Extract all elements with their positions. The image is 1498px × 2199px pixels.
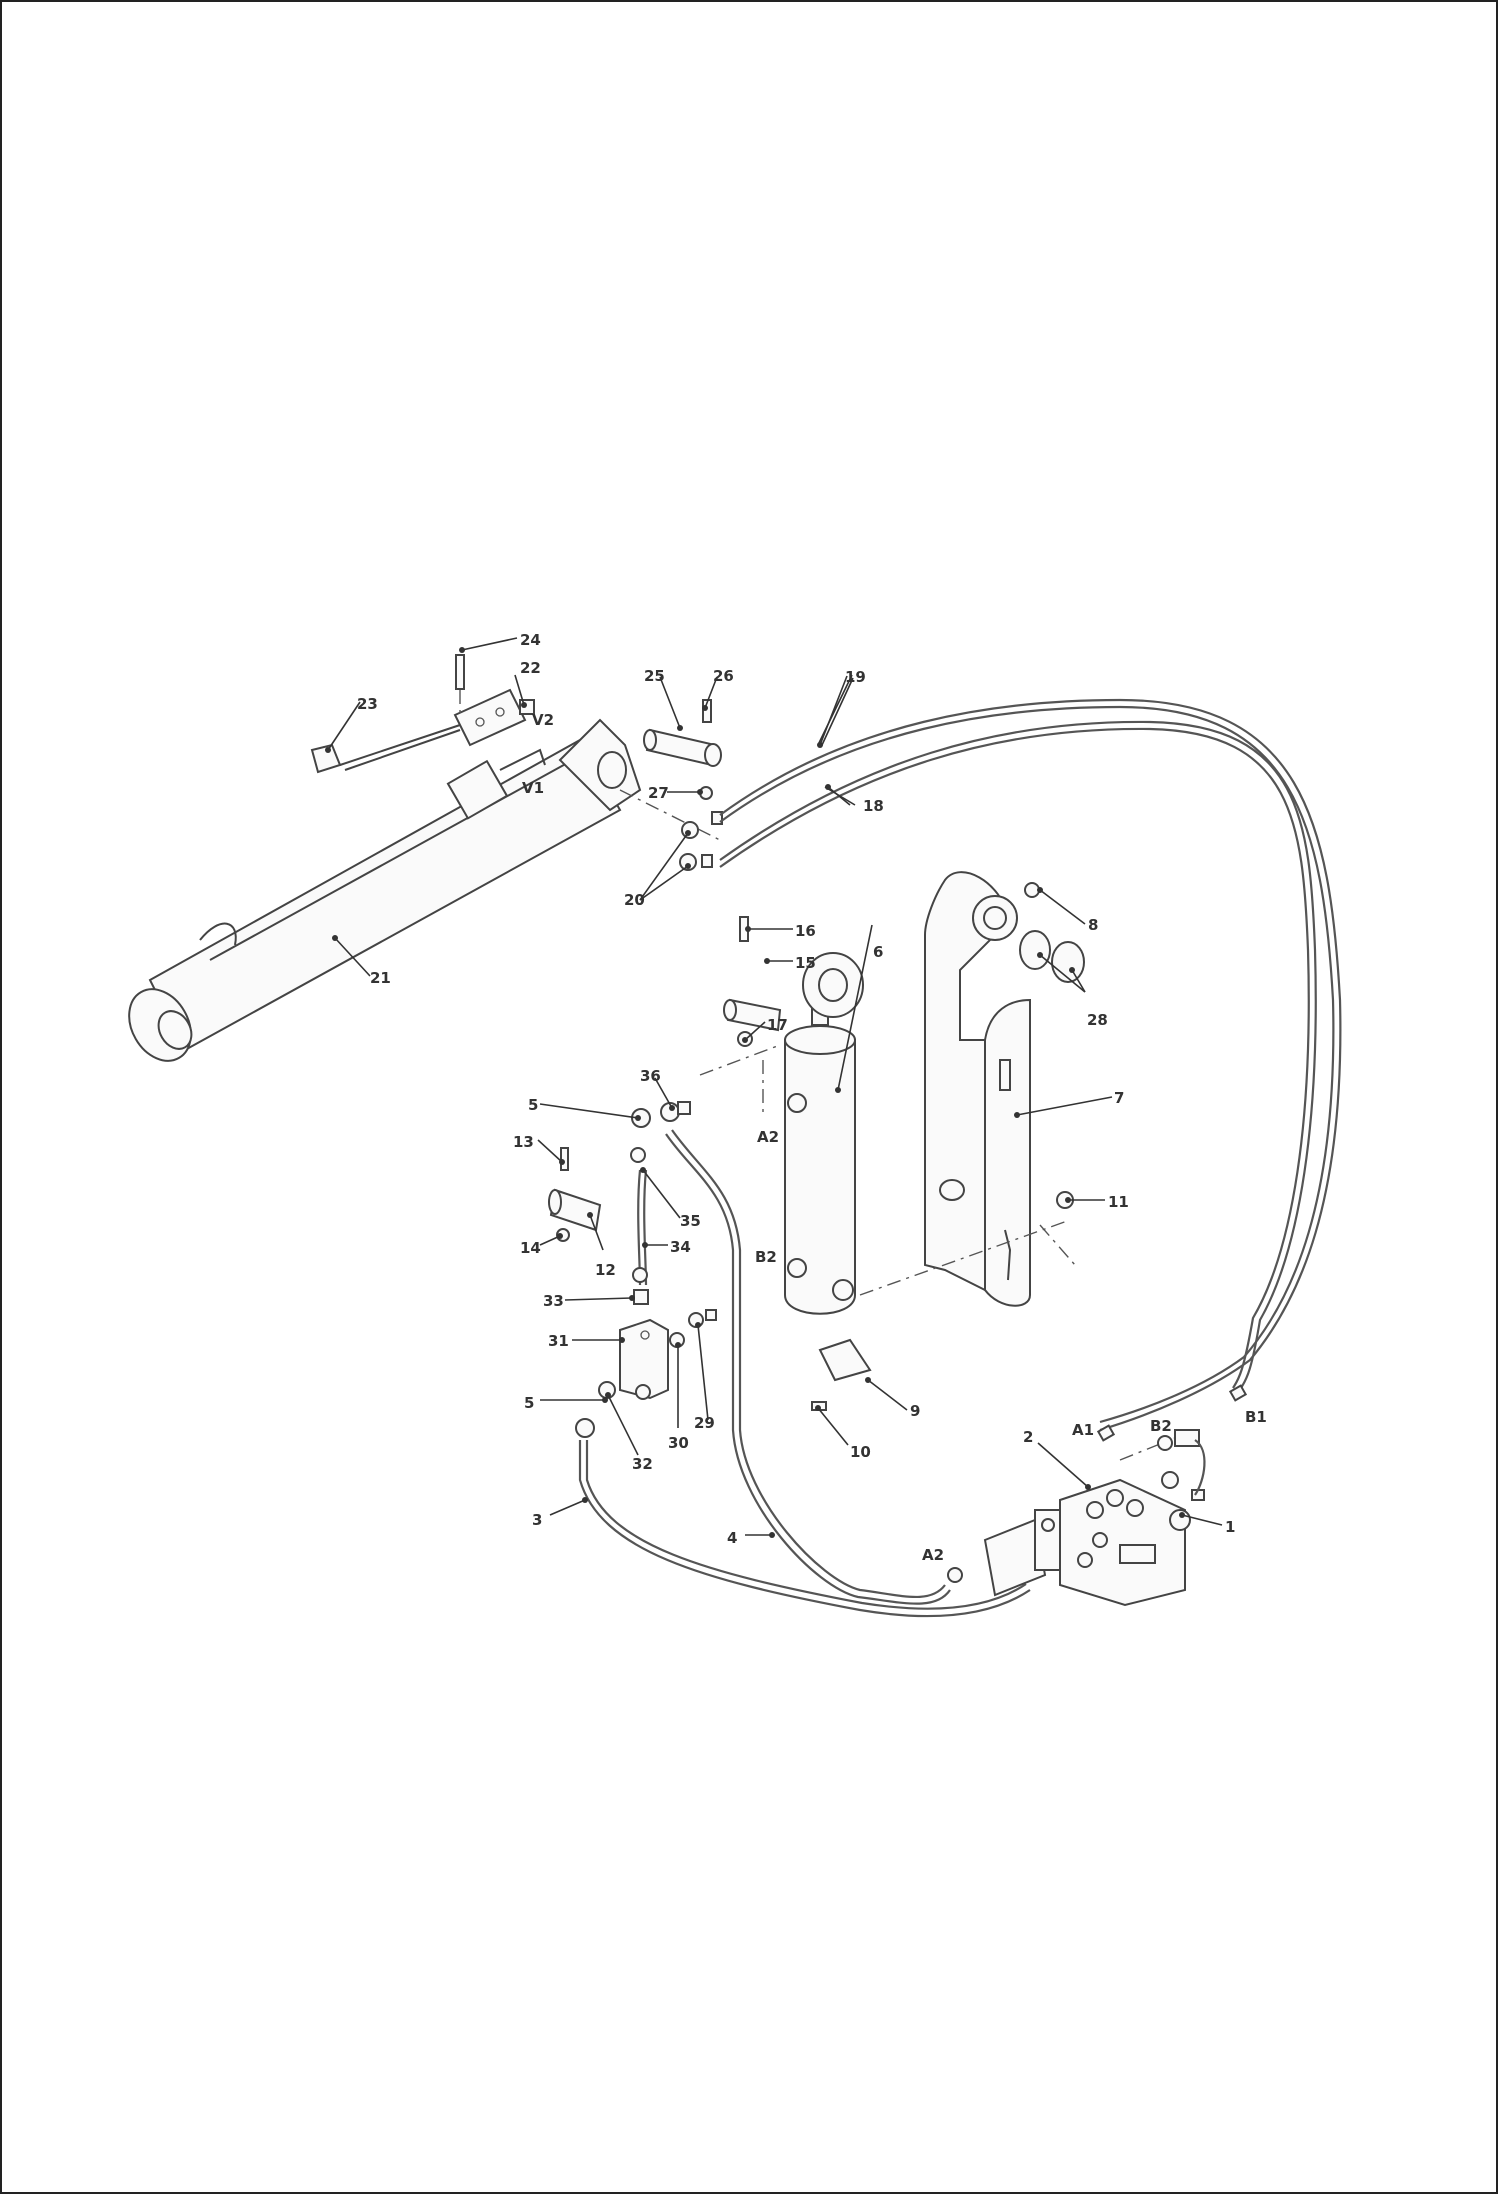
label-part-18: 18 [863,797,884,815]
port-label-a2-valve: A2 [922,1546,944,1564]
plate-9 [818,1338,872,1382]
pin-26 [702,699,712,723]
fitting-36 [660,1101,691,1122]
hose-b2 [1194,1439,1206,1496]
fittings-20 [679,811,723,871]
label-part-35: 35 [680,1212,701,1230]
centerline-pin [859,1219,1071,1296]
hoses-18-19 [719,698,1342,1432]
part-labels: 1 2 3 4 5 5 6 7 8 9 10 11 12 13 14 15 16… [357,631,1235,1547]
port-label-b2-valve: B2 [1150,1417,1172,1435]
fitting-23 [310,724,461,774]
label-part-16: 16 [795,922,816,940]
pin-25 [643,728,722,767]
label-part-7: 7 [1114,1089,1124,1107]
shuttle-valve [619,1318,669,1400]
label-part-4: 4 [727,1529,737,1547]
label-part-28: 28 [1087,1011,1108,1029]
fitting-33 [633,1289,649,1305]
centerline-36 [699,1044,781,1076]
grease-8 [1024,882,1040,898]
label-part-15: 15 [795,954,816,972]
elbow-5-lower [575,1418,595,1438]
label-part-11: 11 [1108,1193,1129,1211]
label-part-1: 1 [1225,1518,1235,1536]
valve-block [453,688,535,747]
arm-bracket [924,871,1031,1307]
label-part-34: 34 [670,1238,691,1256]
label-part-17: 17 [767,1016,788,1034]
fitting-b2 [1157,1429,1200,1451]
label-part-19: 19 [845,668,866,686]
label-part-24: 24 [520,631,541,649]
label-part-14: 14 [520,1239,541,1257]
leader-lines [325,637,1223,1538]
label-part-23: 23 [357,695,378,713]
label-part-12: 12 [595,1261,616,1279]
port-labels: A1 B2 B1 A2 A2 B2 V1 V2 [522,711,1267,1564]
label-part-27: 27 [648,784,669,802]
boom-cylinder [128,718,642,1062]
hoses-3-4 [578,1129,1031,1618]
port-label-a2-cylinder: A2 [757,1128,779,1146]
label-part-5-upper: 5 [528,1096,538,1114]
hose-34 [630,1147,648,1286]
arm-cylinder [784,952,864,1315]
label-part-20: 20 [624,891,645,909]
label-part-5-lower: 5 [524,1394,534,1412]
label-part-3: 3 [532,1511,542,1529]
pin-24 [455,654,465,715]
hose-end-b1 [1228,1384,1248,1402]
fittings-29-30 [669,1309,717,1348]
centerline-pin-2 [1039,1224,1076,1266]
label-part-10: 10 [850,1443,871,1461]
label-part-36: 36 [640,1067,661,1085]
label-part-30: 30 [668,1434,689,1452]
label-part-31: 31 [548,1332,569,1350]
pin-15 [723,998,782,1032]
label-part-32: 32 [632,1455,653,1473]
label-part-6: 6 [873,943,883,961]
pin-13 [560,1147,569,1171]
label-part-26: 26 [713,667,734,685]
label-part-29: 29 [694,1414,715,1432]
label-part-13: 13 [513,1133,534,1151]
hose-end-a1 [1096,1424,1116,1442]
port-label-v2: V2 [532,711,554,729]
port-label-b2-cylinder: B2 [755,1248,777,1266]
label-part-25: 25 [644,667,665,685]
label-part-33: 33 [543,1292,564,1310]
control-valve [947,1429,1205,1607]
pin-12 [548,1188,602,1232]
label-part-8: 8 [1088,916,1098,934]
port-label-v1: V1 [522,779,544,797]
label-part-21: 21 [370,969,391,987]
label-part-2: 2 [1023,1428,1033,1446]
port-label-b1: B1 [1245,1408,1267,1426]
label-part-9: 9 [910,1402,920,1420]
label-part-22: 22 [520,659,541,677]
port-label-a1: A1 [1072,1421,1094,1439]
